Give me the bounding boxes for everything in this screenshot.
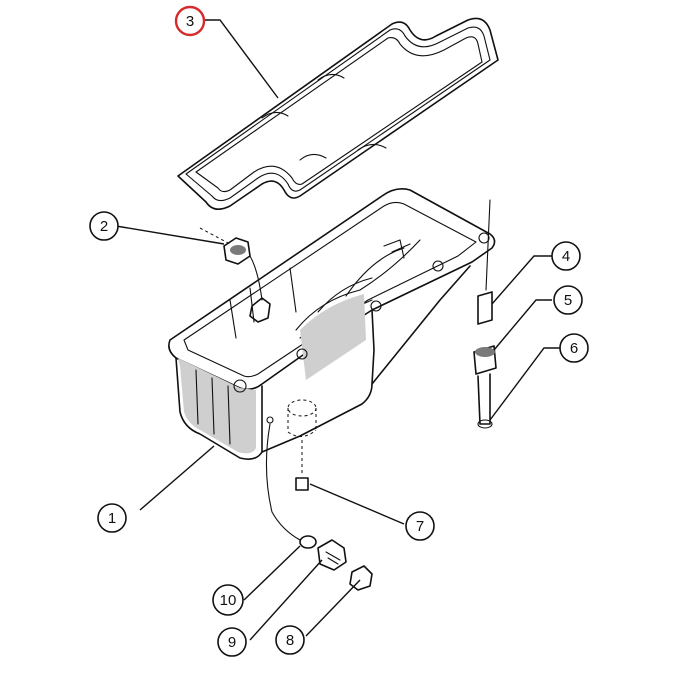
- oil-pan-part: [168, 188, 496, 460]
- callout-9: 9: [217, 627, 247, 657]
- gasket-part: [177, 17, 499, 210]
- svg-text:10: 10: [220, 592, 237, 609]
- svg-text:9: 9: [228, 634, 236, 651]
- plug-part-7: [295, 440, 309, 491]
- svg-text:1: 1: [108, 510, 116, 527]
- fitting-part-2: [199, 227, 271, 323]
- svg-text:5: 5: [564, 292, 572, 309]
- callout-10: 10: [212, 584, 244, 616]
- svg-text:4: 4: [562, 248, 570, 265]
- svg-text:7: 7: [416, 518, 424, 535]
- callout-4: 4: [551, 241, 581, 271]
- svg-text:3: 3: [186, 13, 194, 30]
- callout-8: 8: [275, 625, 305, 655]
- callout-3: 3: [174, 5, 206, 37]
- svg-text:6: 6: [570, 340, 578, 357]
- leader-lines: [115, 19, 560, 641]
- callout-6: 6: [559, 333, 589, 363]
- callout-1: 1: [97, 503, 127, 533]
- callout-7: 7: [405, 511, 435, 541]
- dipstick-assembly: [473, 199, 497, 429]
- drain-hardware: [265, 423, 373, 591]
- callout-2: 2: [89, 211, 119, 241]
- callout-5: 5: [553, 285, 583, 315]
- svg-text:2: 2: [100, 218, 108, 235]
- svg-text:8: 8: [286, 632, 294, 649]
